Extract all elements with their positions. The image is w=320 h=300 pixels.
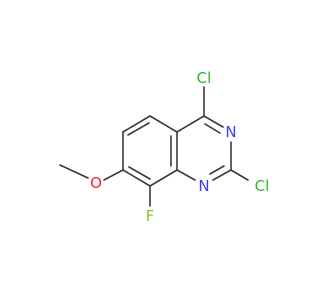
bond-c2-n1-inner [209, 165, 225, 175]
bond-c7-o [103, 169, 124, 181]
bond-c4a-c5 [149, 115, 178, 133]
bond-group [59, 86, 249, 207]
bond-c2-n1 [212, 169, 232, 181]
bond-o-ch3 [59, 164, 89, 179]
chlorine-label-top: Cl [197, 69, 212, 87]
bond-c4a-c4 [176, 115, 205, 133]
fluorine-label: F [146, 207, 155, 225]
bond-c5-c6 [122, 115, 151, 133]
bond-c7-c8-inner [128, 166, 151, 180]
bond-c4-n3-inner [204, 123, 221, 134]
bond-c7-c8 [122, 169, 151, 187]
bond-c4-n3 [203, 115, 224, 128]
bond-n1-c8a [176, 169, 196, 181]
nitrogen-label-upper: N [225, 123, 236, 141]
bond-c2-cl [230, 169, 249, 181]
bond-c5-c6-inner [127, 122, 150, 136]
atom-label-group: Cl N Cl N O F [90, 69, 269, 225]
bond-c8-c8a [149, 169, 178, 187]
oxygen-label-methoxy: O [90, 174, 102, 192]
chlorine-label-right: Cl [255, 177, 270, 195]
nitrogen-label-lower: N [198, 177, 209, 195]
molecule-structure-diagram: Cl N Cl N O F [59, 69, 269, 225]
